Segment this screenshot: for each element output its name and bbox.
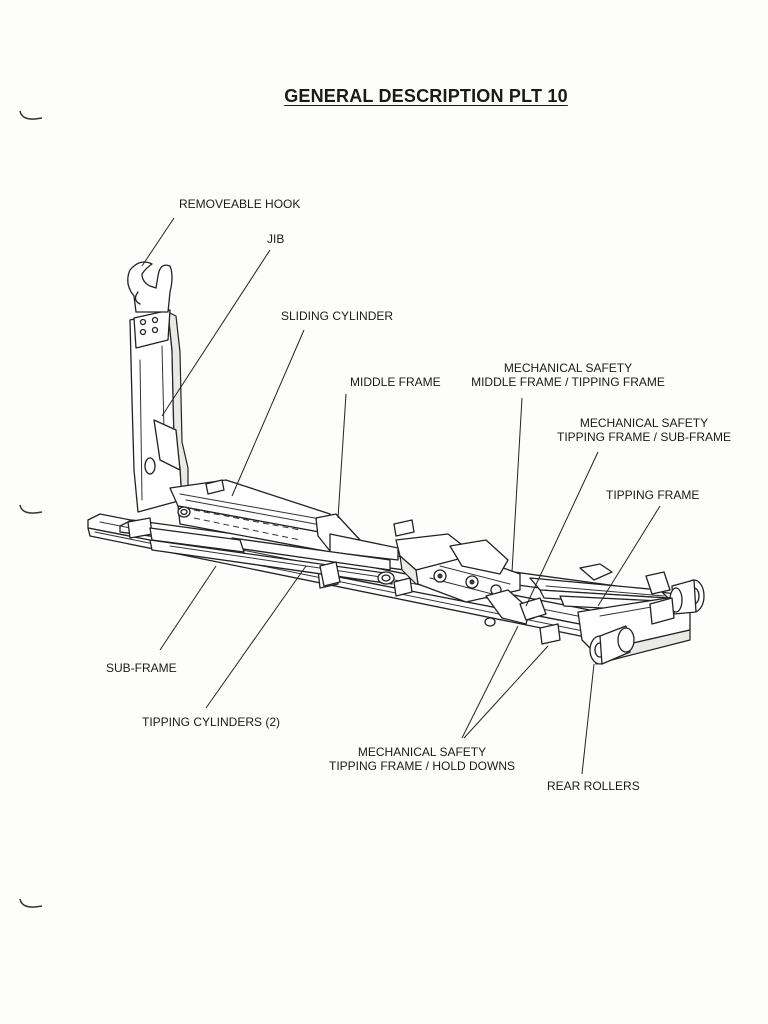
label-middle-frame: MIDDLE FRAME [350, 375, 441, 389]
page-title: GENERAL DESCRIPTION PLT 10 [284, 86, 568, 106]
label-sub-frame: SUB-FRAME [106, 661, 177, 675]
label-mechanical-safety-sub-line2: TIPPING FRAME / SUB-FRAME [556, 430, 731, 444]
tipping-cylinders [149, 539, 395, 587]
label-tipping-cylinders: TIPPING CYLINDERS (2) [142, 715, 281, 729]
rear-rollers [577, 579, 705, 665]
label-mechanical-safety-middle-line2: MIDDLE FRAME / TIPPING FRAME [471, 375, 665, 389]
label-tipping-frame: TIPPING FRAME [606, 488, 700, 502]
label-mechanical-safety-hold-line1: MECHANICAL SAFETY [357, 745, 487, 759]
label-mechanical-safety-hold-downs: MECHANICAL SAFETY TIPPING FRAME / HOLD D… [322, 745, 522, 773]
middle-frame [149, 479, 415, 571]
mechanical-safety-assembly [395, 533, 547, 627]
label-rear-rollers: REAR ROLLERS [547, 779, 640, 793]
label-mechanical-safety-sub: MECHANICAL SAFETY TIPPING FRAME / SUB-FR… [554, 416, 734, 444]
binder-hole-mark-bottom [19, 898, 43, 908]
label-mechanical-safety-sub-line1: MECHANICAL SAFETY [579, 416, 709, 430]
label-jib: JIB [267, 232, 285, 246]
binder-hole-mark-middle [19, 504, 43, 514]
label-sliding-cylinder: SLIDING CYLINDER [281, 309, 394, 323]
binder-hole-mark-top [19, 110, 43, 120]
removeable-hook [127, 261, 173, 313]
label-mechanical-safety-hold-line2: TIPPING FRAME / HOLD DOWNS [328, 759, 515, 773]
label-mechanical-safety-middle-line1: MECHANICAL SAFETY [503, 361, 633, 375]
leader-lines [141, 217, 661, 775]
label-removeable-hook: REMOVEABLE HOOK [179, 197, 301, 211]
jib [129, 309, 189, 513]
label-mechanical-safety-middle: MECHANICAL SAFETY MIDDLE FRAME / TIPPING… [468, 361, 668, 389]
